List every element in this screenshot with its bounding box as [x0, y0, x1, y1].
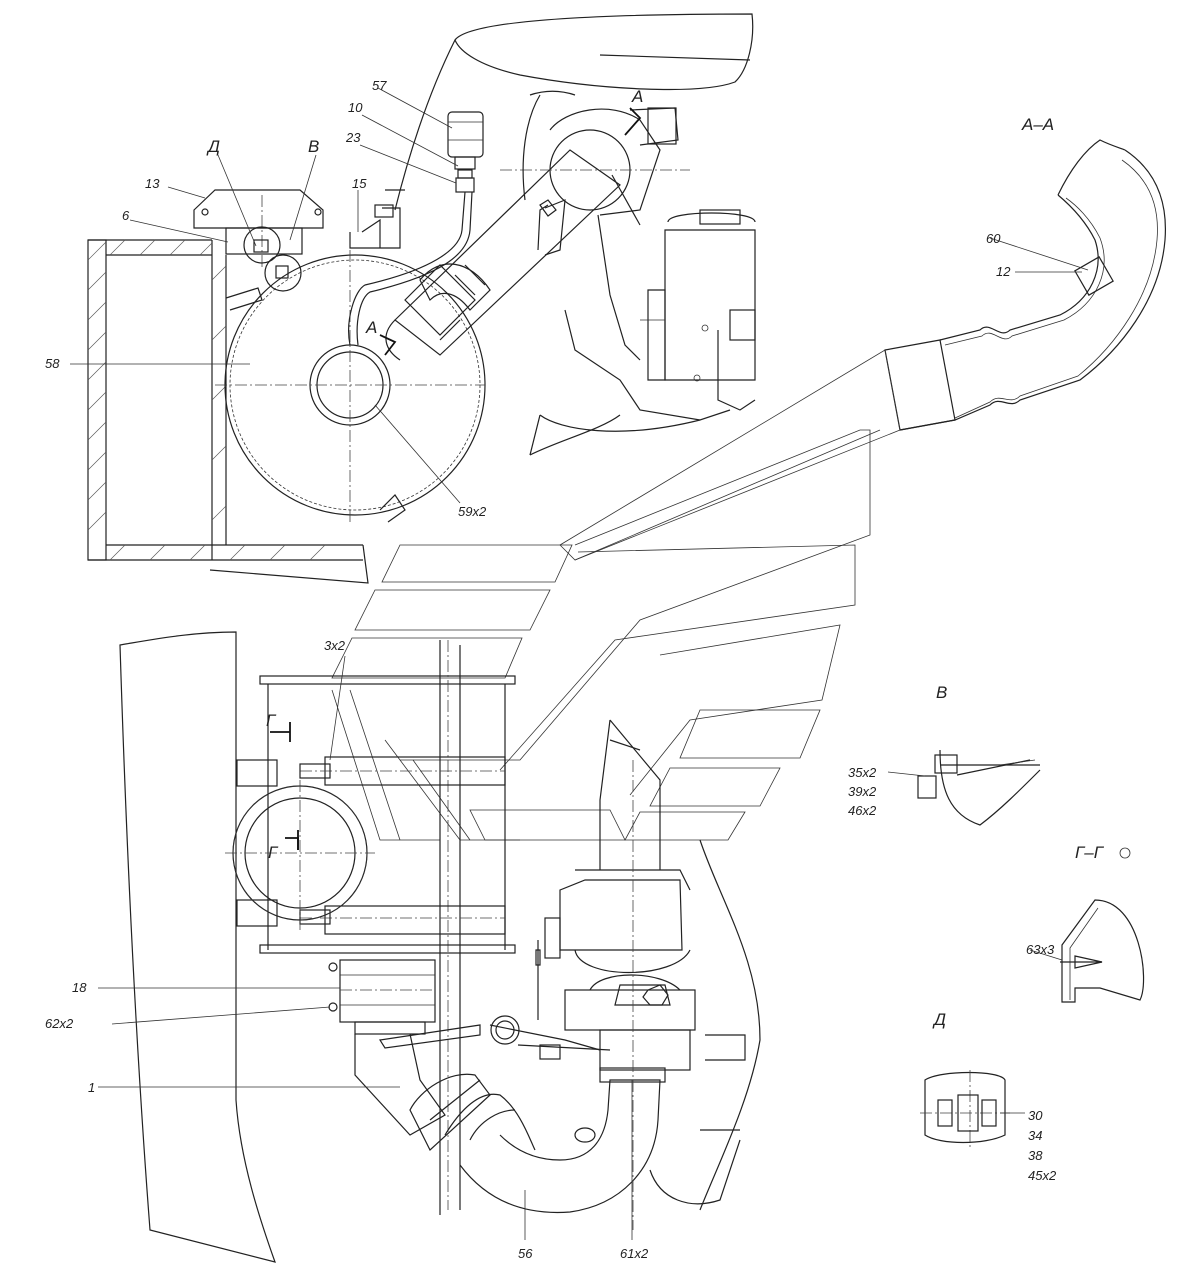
label-57: 57	[372, 78, 387, 93]
section-g-g	[1029, 899, 1145, 1003]
label-61: 61x2	[620, 1246, 649, 1261]
label-62: 62x2	[45, 1016, 74, 1031]
label-63: 63x3	[1026, 942, 1055, 957]
intake-pipe	[394, 149, 621, 356]
section-a-a	[559, 139, 1167, 561]
bracket-13	[193, 189, 324, 229]
elbow-pipe-56	[459, 1079, 661, 1214]
label-15: 15	[352, 176, 367, 191]
label-13: 13	[145, 176, 160, 191]
label-3x2: 3x2	[324, 638, 346, 653]
label-b-39: 39x2	[848, 784, 877, 799]
view-d	[920, 1070, 1025, 1150]
label-6: 6	[122, 208, 130, 223]
label-10: 10	[348, 100, 363, 115]
label-d-34: 34	[1028, 1128, 1042, 1143]
section-g-g-title: Г–Г	[1075, 843, 1105, 862]
label-a-left: A	[365, 318, 377, 337]
detail-b-circle	[264, 254, 302, 292]
engine-block	[664, 229, 756, 381]
label-12: 12	[996, 264, 1011, 279]
label-a-top: A	[631, 87, 643, 106]
detail-d-circle	[243, 226, 281, 264]
view-d-title: Д	[932, 1010, 946, 1029]
label-g-lower: Г	[268, 843, 279, 862]
label-d-45: 45x2	[1028, 1168, 1057, 1183]
callout-labels: 57 10 23 15 13 6 Д В 58 A A 59x2 A–A 60 …	[45, 78, 1131, 1261]
label-b-35: 35x2	[848, 765, 877, 780]
label-b-46: 46x2	[848, 803, 877, 818]
view-b	[887, 749, 1041, 826]
hose-clamp	[409, 1073, 491, 1151]
oil-filter-57	[447, 111, 484, 158]
bottom-assembly	[119, 429, 871, 1263]
label-d-38: 38	[1028, 1148, 1043, 1163]
pump-housing	[559, 879, 683, 951]
label-b-marker: В	[308, 137, 319, 156]
label-56: 56	[518, 1246, 533, 1261]
label-18: 18	[72, 980, 87, 995]
rotation-icon	[1119, 847, 1131, 859]
label-d-30: 30	[1028, 1108, 1043, 1123]
label-58: 58	[45, 356, 60, 371]
label-59: 59x2	[458, 504, 487, 519]
label-60: 60	[986, 231, 1001, 246]
label-1: 1	[88, 1080, 95, 1095]
frame-side-member	[119, 631, 276, 1263]
view-b-title: В	[936, 683, 947, 702]
label-23: 23	[345, 130, 361, 145]
label-g-upper: Г	[266, 711, 277, 730]
section-a-a-title: A–A	[1021, 115, 1054, 134]
clamp-block-18	[339, 959, 436, 1023]
bottom-leaders	[98, 655, 633, 1240]
top-assembly	[70, 13, 756, 584]
frame-wall-left	[87, 239, 107, 561]
label-d-marker: Д	[206, 137, 220, 156]
